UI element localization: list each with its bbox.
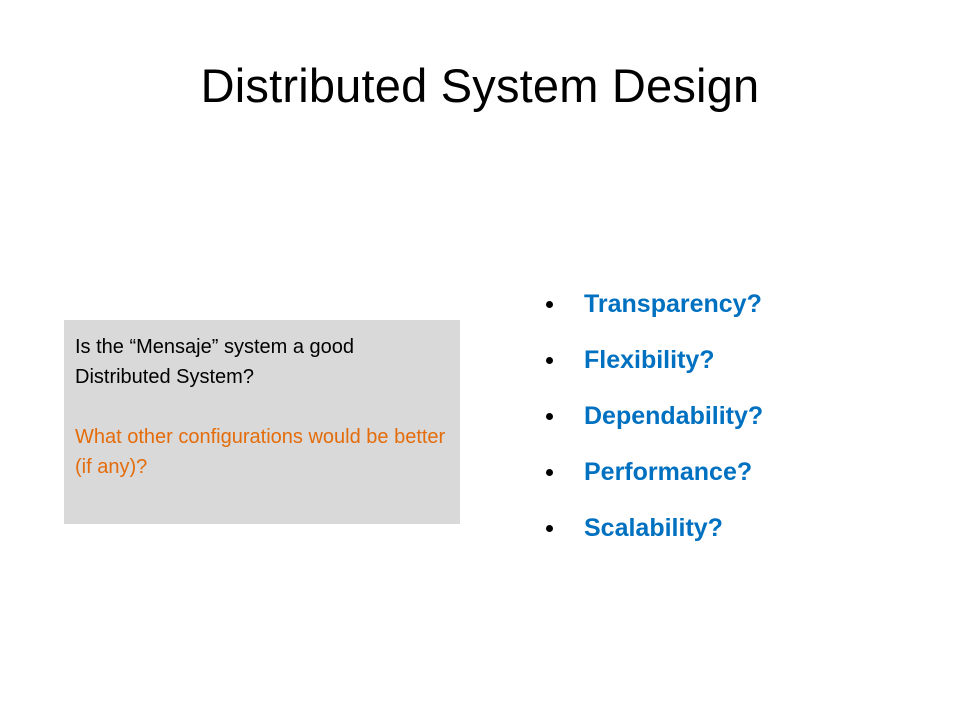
- bullet-dot-icon: [546, 525, 553, 532]
- criteria-bullet-list: Transparency? Flexibility? Dependability…: [546, 282, 763, 562]
- bullet-label: Transparency?: [584, 290, 762, 318]
- bullet-label: Dependability?: [584, 402, 764, 430]
- bullet-item-scalability: Scalability?: [546, 506, 763, 562]
- bullet-item-performance: Performance?: [546, 450, 763, 506]
- bullet-item-transparency: Transparency?: [546, 282, 763, 338]
- slide-title: Distributed System Design: [200, 59, 760, 112]
- bullet-dot-icon: [546, 469, 553, 476]
- bullet-label: Performance?: [584, 458, 753, 486]
- bullet-item-flexibility: Flexibility?: [546, 338, 763, 394]
- bullet-dot-icon: [546, 357, 553, 364]
- callout-followup: What other configurations would be bette…: [75, 426, 446, 478]
- callout-box: Is the “Mensaje” system a good Distribut…: [64, 320, 460, 524]
- callout-question: Is the “Mensaje” system a good Distribut…: [75, 336, 355, 388]
- bullet-label: Scalability?: [584, 514, 723, 542]
- bullet-item-dependability: Dependability?: [546, 394, 763, 450]
- callout-spacer: [75, 392, 450, 422]
- bullet-dot-icon: [546, 413, 553, 420]
- bullet-dot-icon: [546, 301, 553, 308]
- bullet-label: Flexibility?: [584, 346, 715, 374]
